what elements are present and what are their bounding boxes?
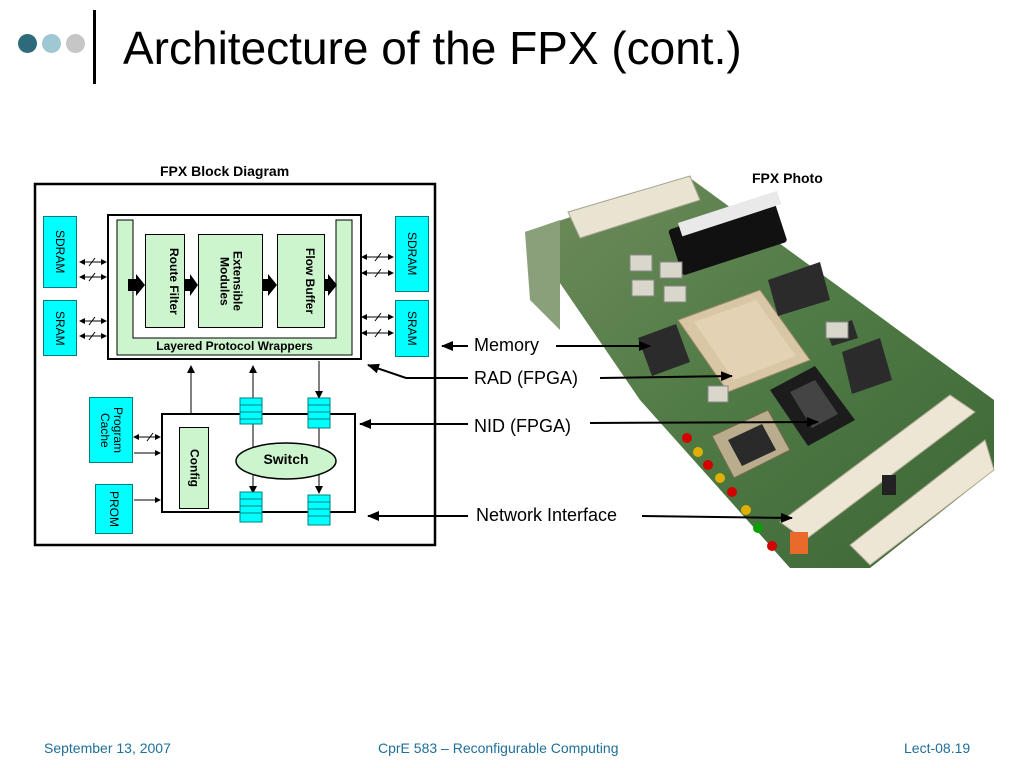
left-sdram-block: SDRAM <box>43 216 77 288</box>
title-dot-1 <box>18 34 37 53</box>
small-connectors <box>629 254 849 403</box>
leds <box>682 433 777 551</box>
orange-connector <box>790 532 808 554</box>
layered-protocol-wrappers-label: Layered Protocol Wrappers <box>156 339 313 353</box>
pcb-left-edge <box>525 220 560 330</box>
flow-buffer-label: Flow Buffer <box>303 248 317 314</box>
slide-title: Architecture of the FPX (cont.) <box>123 22 742 74</box>
nid-fpga-chip <box>770 366 855 446</box>
flow-buffer-module: Flow Buffer <box>277 234 325 328</box>
datel-module <box>668 196 787 275</box>
right-sram-label: SRAM <box>405 311 419 346</box>
right-memory-arrows <box>361 252 394 338</box>
right-sdram-block: SDRAM <box>395 216 429 292</box>
title-dot-3 <box>66 34 85 53</box>
program-cache-label: Program Cache <box>98 406 125 453</box>
route-filter-label: Route Filter <box>167 247 181 315</box>
network-interface-label: Network Interface <box>476 505 618 525</box>
fpx-outer-box <box>33 182 437 547</box>
left-memory-arrows <box>79 257 107 341</box>
footer-course: CprE 583 – Reconfigurable Computing <box>378 740 619 756</box>
rad-fpga-chip <box>677 289 811 393</box>
right-sdram-label: SDRAM <box>405 232 419 276</box>
socket-chip <box>711 409 791 479</box>
right-sram-block: SRAM <box>395 300 429 357</box>
switch-label: Switch <box>263 451 309 467</box>
module-flow-arrows <box>128 274 337 296</box>
config-memory-arrows <box>133 432 161 503</box>
left-sram-label: SRAM <box>53 310 67 346</box>
bottom-connectors <box>779 394 995 566</box>
top-connector <box>567 175 701 239</box>
left-sram-block: SRAM <box>43 300 77 356</box>
prom-block: PROM <box>95 484 133 534</box>
nid-fpga-label: NID (FPGA) <box>474 416 571 436</box>
program-cache-block: Program Cache <box>89 397 133 463</box>
prom-label: PROM <box>107 491 121 527</box>
config-label: Config <box>187 449 202 487</box>
title-dot-2 <box>42 34 61 53</box>
route-filter-module: Route Filter <box>145 234 185 328</box>
block-diagram-title: FPX Block Diagram <box>160 163 290 179</box>
title-divider <box>93 10 96 84</box>
footer-date: September 13, 2007 <box>44 740 171 756</box>
protocol-wrapper-shape <box>116 219 353 356</box>
config-block: Config <box>179 427 209 509</box>
rad-fpga-label: RAD (FPGA) <box>474 368 579 388</box>
photo-title: FPX Photo <box>752 170 823 186</box>
extensible-modules-module: Extensible Modules <box>198 234 263 328</box>
memory-chips <box>638 262 892 394</box>
extensible-modules-label: Extensible Modules <box>217 250 245 312</box>
footer-lecture: Lect-08.19 <box>904 740 971 756</box>
left-sdram-label: SDRAM <box>53 230 67 274</box>
fifo-lines <box>240 404 330 517</box>
switch-ellipse <box>235 442 337 480</box>
memory-label: Memory <box>474 335 540 355</box>
